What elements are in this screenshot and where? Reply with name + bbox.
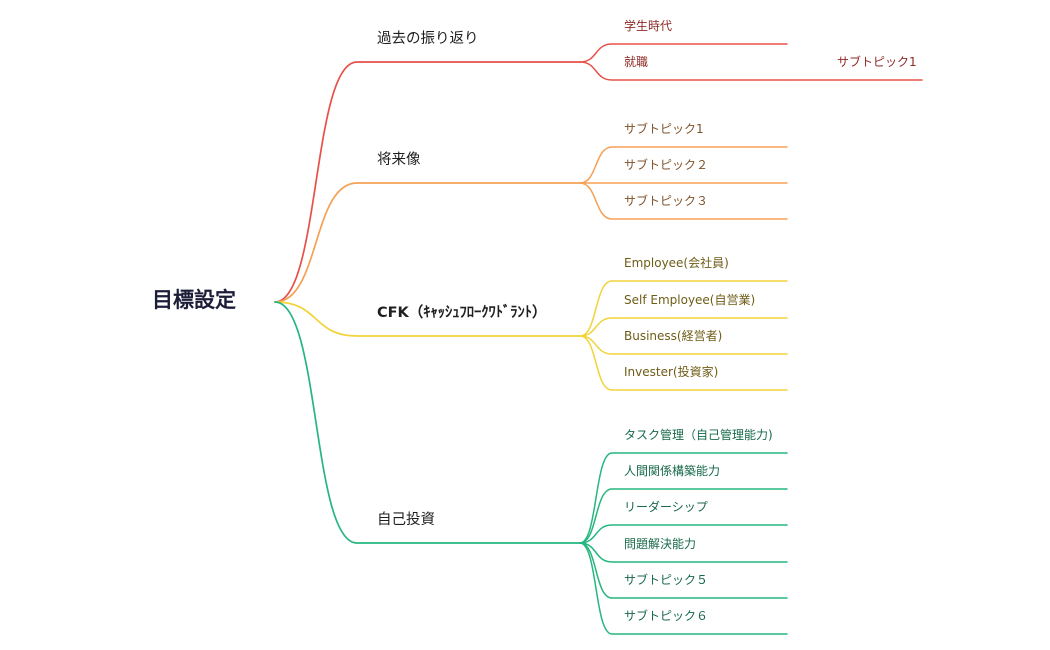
subtopic-1-2[interactable]: サブトピック３ <box>624 194 709 208</box>
subtopic-2-0[interactable]: Employee(会社員) <box>624 256 729 270</box>
subtopic-3-5[interactable]: サブトピック６ <box>624 609 709 623</box>
subtopic-3-4[interactable]: サブトピック５ <box>624 573 709 587</box>
subtopic-line-2-3 <box>579 335 788 391</box>
subtopic-line-2-1 <box>579 317 788 337</box>
branch-line-3 <box>274 301 581 544</box>
subtopic-line-3-1 <box>579 488 788 544</box>
subsubtopic-0-1-0[interactable]: サブトピック1 <box>837 55 917 69</box>
subtopic-3-2[interactable]: リーダーシップ <box>624 500 708 514</box>
branch-line-1 <box>274 182 581 303</box>
subtopic-line-1-0 <box>579 146 788 184</box>
subtopic-0-1[interactable]: 就職 <box>624 55 649 69</box>
subtopic-2-2[interactable]: Business(経営者) <box>624 329 723 343</box>
main-topic-3[interactable]: 自己投資 <box>377 512 435 528</box>
subtopic-line-3-4 <box>579 542 788 599</box>
subtopic-1-1[interactable]: サブトピック２ <box>624 158 709 172</box>
subtopic-line-3-5 <box>579 542 788 635</box>
subtopic-2-1[interactable]: Self Employee(自営業) <box>624 293 756 307</box>
branch-line-2 <box>274 301 581 337</box>
subtopic-3-0[interactable]: タスク管理（自己管理能力) <box>624 428 773 442</box>
subtopic-1-0[interactable]: サブトピック1 <box>624 122 704 136</box>
subtopic-3-1[interactable]: 人間関係構築能力 <box>624 464 721 478</box>
main-topic-1[interactable]: 将来像 <box>377 152 421 168</box>
subtopic-3-3[interactable]: 問題解決能力 <box>624 537 697 551</box>
subtopic-line-0-1 <box>579 61 788 81</box>
branch-line-0 <box>274 61 581 303</box>
subtopic-0-0[interactable]: 学生時代 <box>624 19 673 33</box>
main-topic-0[interactable]: 過去の振り返り <box>377 31 479 47</box>
main-topic-2[interactable]: CFK（ｷｬｯｼｭﾌﾛｰｸﾜﾄﾞﾗﾝﾄ） <box>377 305 547 321</box>
subtopic-2-3[interactable]: Invester(投資家) <box>624 365 719 379</box>
subtopic-line-3-2 <box>579 524 788 544</box>
subtopic-line-3-3 <box>579 542 788 563</box>
root-topic[interactable]: 目標設定 <box>152 288 236 312</box>
subtopic-line-3-0 <box>579 452 788 544</box>
subtopic-line-0-0 <box>579 43 788 63</box>
subtopic-line-2-0 <box>579 280 788 337</box>
subtopic-line-1-2 <box>579 182 788 220</box>
subtopic-line-2-2 <box>579 335 788 355</box>
